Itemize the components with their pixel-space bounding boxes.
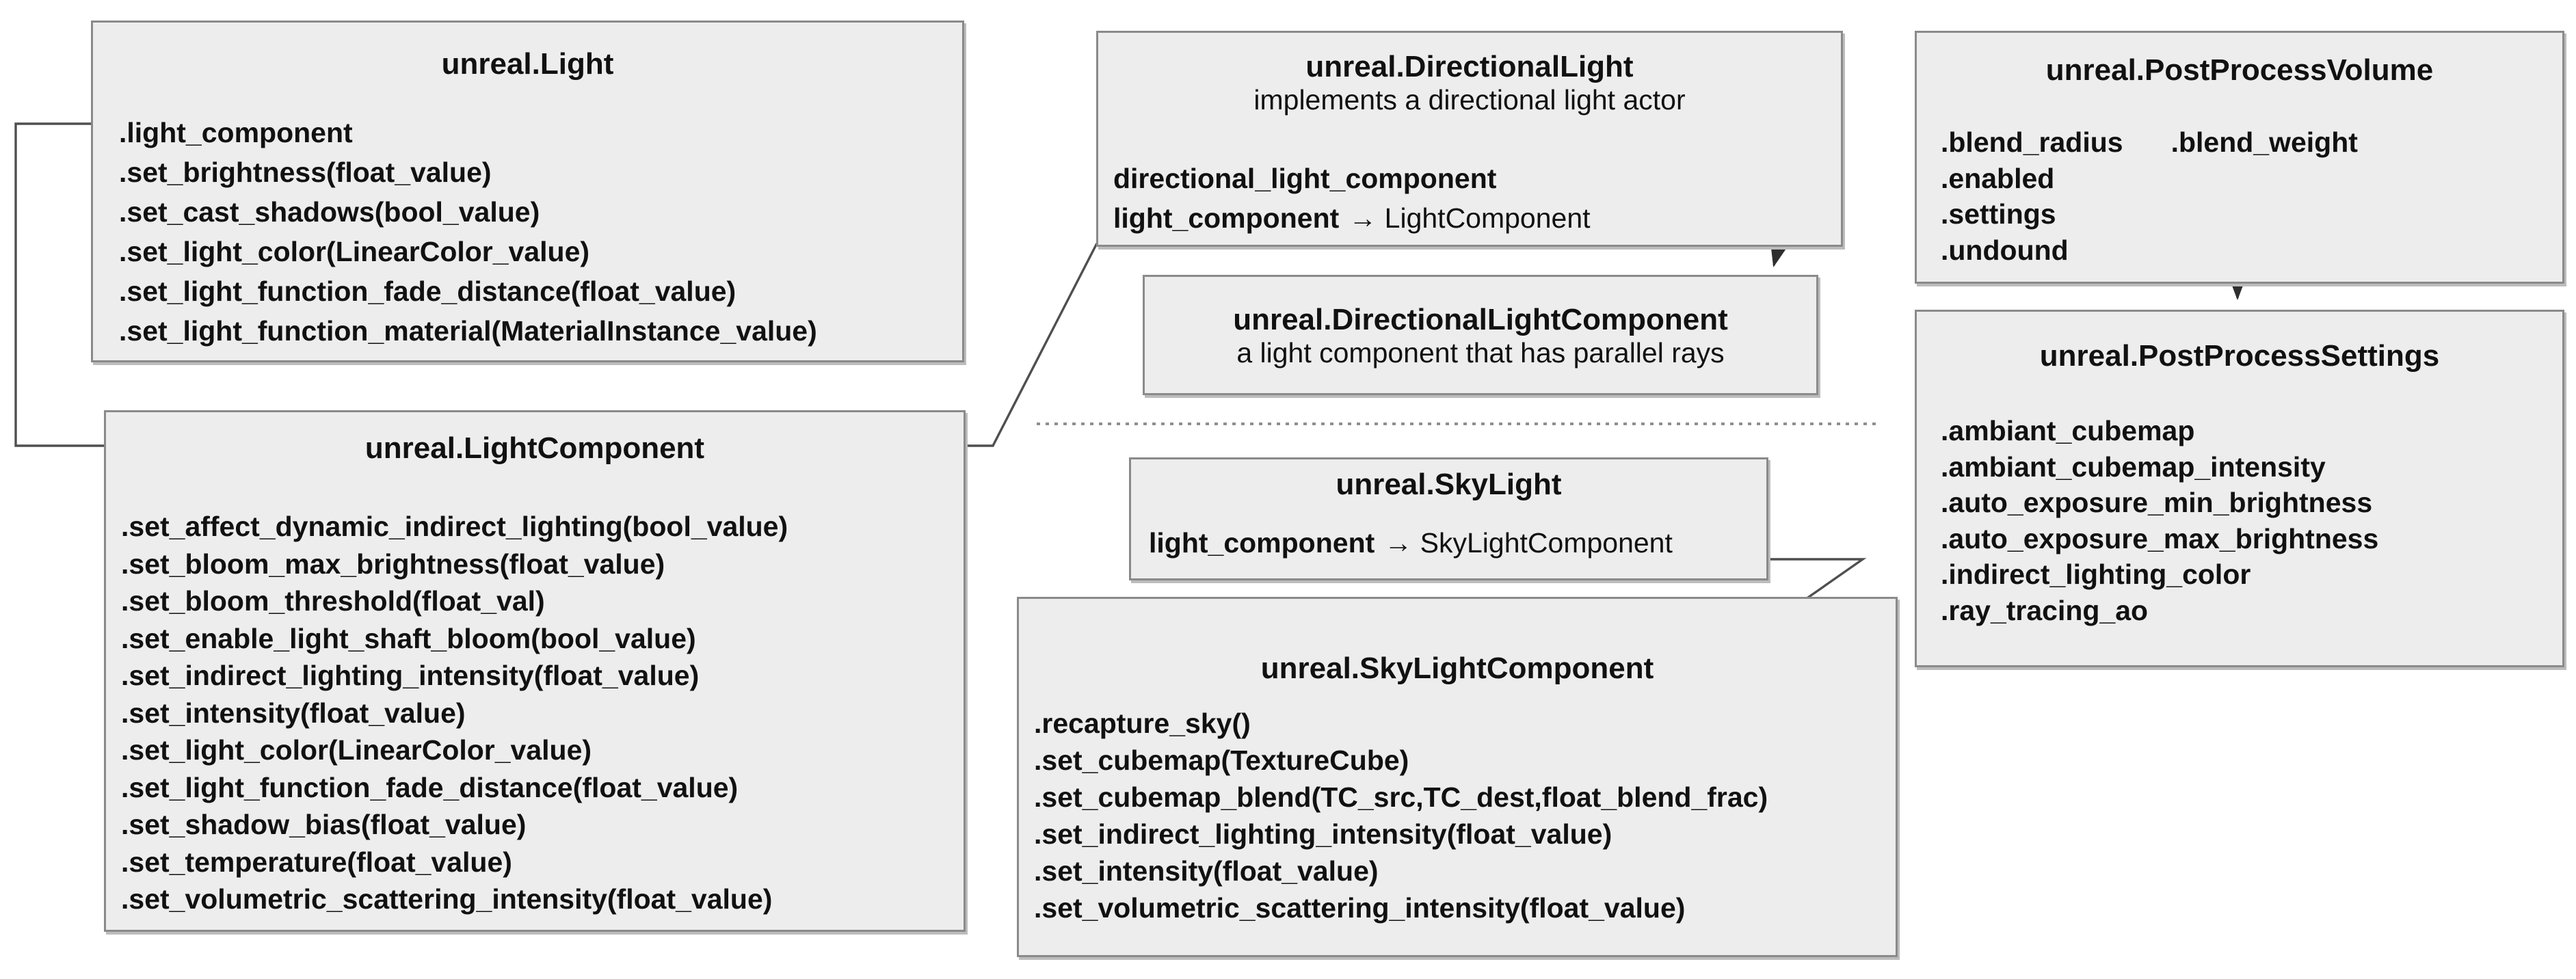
member: .set_indirect_lighting_intensity(float_v… bbox=[1034, 818, 1612, 850]
member: .blend_radius .blend_weight bbox=[1941, 124, 2358, 161]
member: .set_brightness(float_value) bbox=[119, 157, 492, 188]
member: .ambiant_cubemap_intensity bbox=[1941, 451, 2326, 483]
member: .set_volumetric_scattering_intensity(flo… bbox=[1034, 892, 1686, 924]
class-box-unreal-directionallightcomponent: unreal.DirectionalLightComponent a light… bbox=[1143, 275, 1818, 395]
member-target: → LightComponent bbox=[1349, 202, 1591, 234]
box-title: unreal.PostProcessVolume bbox=[2045, 53, 2434, 87]
class-box-unreal-skylightcomponent: unreal.SkyLightComponent .recapture_sky(… bbox=[1017, 597, 1898, 957]
member: .set_volumetric_scattering_intensity(flo… bbox=[121, 883, 773, 915]
member-list: .blend_radius .blend_weight .enabled .set… bbox=[1941, 124, 2358, 268]
member: .settings bbox=[1941, 198, 2056, 230]
box-title: unreal.SkyLightComponent bbox=[1260, 652, 1654, 685]
member-name: light_component bbox=[1113, 202, 1340, 234]
member-list: .light_component .set_brightness(float_v… bbox=[119, 113, 817, 351]
class-box-unreal-light: unreal.Light .light_component .set_brigh… bbox=[91, 21, 964, 362]
member: directional_light_component bbox=[1113, 163, 1497, 194]
class-box-unreal-directionallight: unreal.DirectionalLight implements a dir… bbox=[1096, 31, 1843, 247]
member-list: directional_light_component light_compon… bbox=[1113, 159, 1591, 238]
member: .set_light_function_fade_distance(float_… bbox=[121, 771, 739, 803]
member: .recapture_sky() bbox=[1034, 708, 1251, 739]
class-box-unreal-postprocesssettings: unreal.PostProcessSettings .ambiant_cube… bbox=[1915, 310, 2564, 667]
box-title: unreal.SkyLight bbox=[1336, 468, 1562, 501]
member-name: light_component bbox=[1149, 527, 1375, 559]
member: .undound bbox=[1941, 234, 2069, 266]
member: .set_light_function_material(MaterialIns… bbox=[119, 315, 817, 347]
member: .set_bloom_max_brightness(float_value) bbox=[121, 548, 665, 580]
member-name: .blend_radius bbox=[1941, 126, 2123, 158]
member-name: .blend_weight bbox=[2170, 126, 2358, 158]
box-title: unreal.LightComponent bbox=[364, 431, 705, 465]
member: .set_bloom_threshold(float_val) bbox=[121, 585, 545, 617]
member: .ray_tracing_ao bbox=[1941, 594, 2149, 626]
member: light_component → SkyLightComponent bbox=[1149, 525, 1673, 561]
member: .set_intensity(float_value) bbox=[1034, 855, 1379, 887]
member-list: light_component → SkyLightComponent bbox=[1149, 525, 1673, 561]
member: .set_cubemap_blend(TC_src,TC_dest,float_… bbox=[1034, 781, 1768, 813]
box-title: unreal.DirectionalLightComponent bbox=[1233, 303, 1728, 336]
member: .set_cubemap(TextureCube) bbox=[1034, 745, 1409, 776]
member: .set_affect_dynamic_indirect_lighting(bo… bbox=[121, 511, 788, 542]
member-list: .set_affect_dynamic_indirect_lighting(bo… bbox=[121, 508, 788, 918]
member: .set_light_color(LinearColor_value) bbox=[119, 236, 590, 267]
member: .set_cast_shadows(bool_value) bbox=[119, 196, 540, 228]
member: .set_light_color(LinearColor_value) bbox=[121, 734, 592, 766]
class-box-unreal-postprocessvolume: unreal.PostProcessVolume .blend_radius.b… bbox=[1915, 31, 2564, 284]
member: light_component → LightComponent bbox=[1113, 198, 1591, 238]
member: .set_enable_light_shaft_bloom(bool_value… bbox=[121, 622, 696, 654]
box-title: unreal.DirectionalLight bbox=[1305, 50, 1634, 83]
box-subtitle: a light component that has parallel rays bbox=[1236, 337, 1725, 368]
member: .enabled bbox=[1941, 162, 2055, 194]
member-list: .ambiant_cubemap .ambiant_cubemap_intens… bbox=[1941, 413, 2378, 628]
member-target: → SkyLightComponent bbox=[1384, 527, 1673, 559]
member: .set_shadow_bias(float_value) bbox=[121, 809, 527, 840]
box-title: unreal.PostProcessSettings bbox=[2039, 339, 2440, 373]
member: .set_indirect_lighting_intensity(float_v… bbox=[121, 660, 700, 691]
class-box-unreal-skylight: unreal.SkyLight light_component → SkyLigh… bbox=[1129, 457, 1768, 580]
member: .set_temperature(float_value) bbox=[121, 846, 512, 878]
box-title: unreal.Light bbox=[441, 47, 614, 81]
member: .auto_exposure_max_brightness bbox=[1941, 522, 2379, 554]
member-list: .recapture_sky() .set_cubemap(TextureCub… bbox=[1034, 705, 1768, 926]
class-box-unreal-lightcomponent: unreal.LightComponent .set_affect_dynami… bbox=[104, 410, 966, 932]
member: .set_light_function_fade_distance(float_… bbox=[119, 276, 736, 307]
member: .auto_exposure_min_brightness bbox=[1941, 487, 2373, 518]
member: .light_component bbox=[119, 117, 353, 148]
member: .ambiant_cubemap bbox=[1941, 415, 2195, 446]
member: .set_intensity(float_value) bbox=[121, 697, 466, 729]
box-subtitle: implements a directional light actor bbox=[1253, 84, 1686, 116]
member: .indirect_lighting_color bbox=[1941, 559, 2251, 590]
